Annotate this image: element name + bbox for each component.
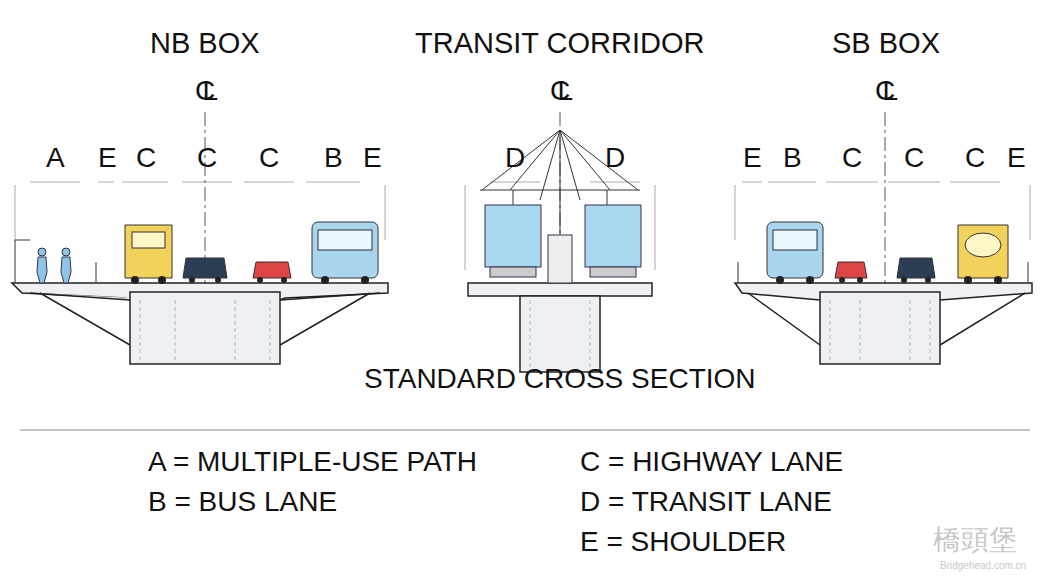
- legend-entry: A = MULTIPLE-USE PATH: [148, 447, 477, 478]
- centerline: CL: [550, 76, 573, 107]
- heading: SB BOX: [832, 28, 940, 60]
- watermark: Bridgehead.com.cn: [940, 560, 1026, 571]
- watermark: 橋頭堡: [933, 525, 1017, 556]
- legend-entry: C = HIGHWAY LANE: [580, 447, 843, 478]
- lane-letter: E: [98, 143, 117, 174]
- lane-letter: C: [904, 143, 924, 174]
- lane-letter: D: [605, 143, 625, 174]
- lane-letter: C: [197, 143, 217, 174]
- lane-letter: A: [46, 143, 65, 174]
- legend-entry: E = SHOULDER: [580, 527, 786, 558]
- lane-letter: E: [363, 143, 382, 174]
- heading: TRANSIT CORRIDOR: [415, 28, 704, 60]
- lane-letter: C: [842, 143, 862, 174]
- lane-letter: C: [965, 143, 985, 174]
- lane-letter: B: [324, 143, 343, 174]
- centerline: CL: [195, 76, 218, 107]
- heading: NB BOX: [150, 28, 260, 60]
- lane-letter: C: [136, 143, 156, 174]
- lane-letter: D: [505, 143, 525, 174]
- legend-entry: D = TRANSIT LANE: [580, 487, 832, 518]
- lane-letter: B: [783, 143, 802, 174]
- section-caption: STANDARD CROSS SECTION: [364, 364, 756, 395]
- lane-letter: C: [259, 143, 279, 174]
- centerline: CL: [875, 76, 898, 107]
- lane-letter: E: [1007, 143, 1026, 174]
- legend-entry: B = BUS LANE: [148, 487, 337, 518]
- lane-letter: E: [743, 143, 762, 174]
